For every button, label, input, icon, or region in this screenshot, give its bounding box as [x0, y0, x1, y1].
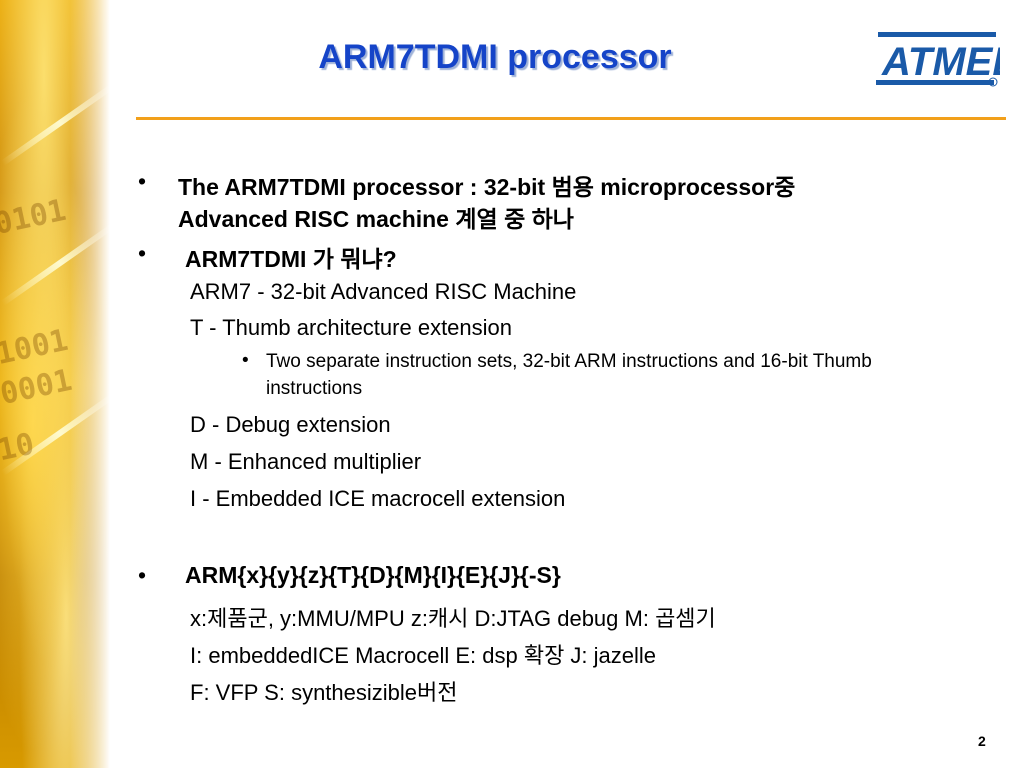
sub-bullet-continuation: instructions	[266, 378, 363, 399]
bullet-3: • ARM{x}{y}{z}{T}{D}{M}{I}{E}{J}{-S}	[138, 562, 561, 589]
list-item: I - Embedded ICE macrocell extension	[190, 486, 566, 511]
bullet-glyph: •	[138, 240, 147, 266]
bullet-glyph: •	[138, 562, 147, 588]
bullet-1-line-2: Advanced RISC machine 계열 중 하나	[178, 206, 574, 232]
bullet-2-text: ARM7TDMI 가 뭐냐?	[185, 246, 397, 272]
bullet-glyph: •	[138, 168, 147, 194]
title-divider	[136, 117, 1006, 120]
bullet-1-continuation: Advanced RISC machine 계열 중 하나	[178, 200, 574, 234]
list-item: I: embeddedICE Macrocell E: dsp 확장 J: ja…	[190, 643, 657, 668]
list-item: F: VFP S: synthesizible버전	[190, 680, 458, 705]
list-item: ARM7 - 32-bit Advanced RISC Machine	[190, 279, 577, 304]
slide-title: ARM7TDMI processor	[318, 38, 672, 76]
logo-text: ATMEL	[881, 40, 1000, 84]
list-item: M - Enhanced multiplier	[190, 449, 422, 474]
slide-title-area: ARM7TDMI processor	[0, 38, 990, 77]
page-number: 2	[978, 733, 986, 749]
list-item: D - Debug extension	[190, 412, 391, 437]
sub-bullet-line-1: Two separate instruction sets, 32-bit AR…	[266, 351, 872, 372]
bullet-3-text: ARM{x}{y}{z}{T}{D}{M}{I}{E}{J}{-S}	[185, 562, 561, 588]
bullet-1: • The ARM7TDMI processor : 32-bit 범용 mic…	[138, 168, 796, 202]
bullet-2: • ARM7TDMI 가 뭐냐?	[138, 240, 397, 274]
bullet-glyph: •	[242, 350, 249, 371]
list-item: x:제품군, y:MMU/MPU z:캐시 D:JTAG debug M: 곱셈…	[190, 606, 716, 631]
atmel-logo: ATMEL	[876, 32, 1000, 87]
list-item: T - Thumb architecture extension	[190, 315, 513, 340]
decorative-side-image: 0101 1001 0001 10	[0, 0, 110, 768]
bullet-1-line-1: The ARM7TDMI processor : 32-bit 범용 micro…	[178, 174, 796, 200]
sub-bullet: • Two separate instruction sets, 32-bit …	[242, 350, 872, 373]
